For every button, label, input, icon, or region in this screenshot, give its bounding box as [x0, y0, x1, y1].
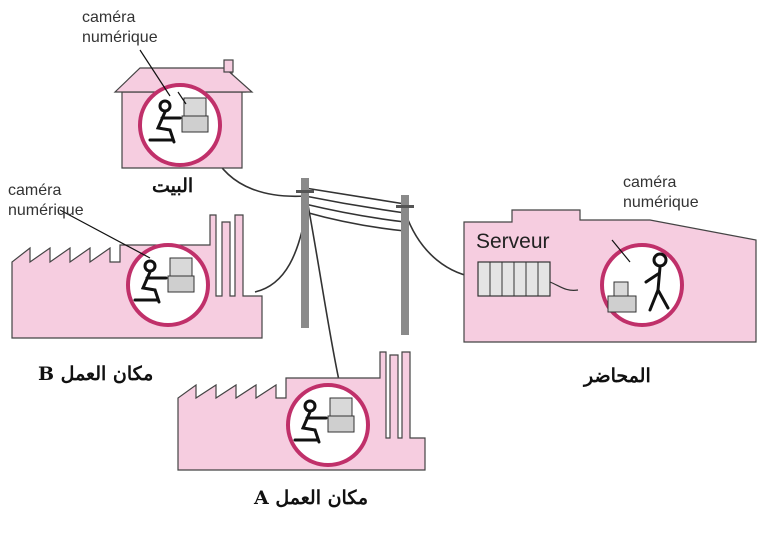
camera-label-home-line2: numérique [82, 29, 158, 46]
workplace-a-label: مكان العمل A [254, 487, 368, 509]
factory-building-b [11, 209, 263, 339]
camera-label-workplace-b-line1: caméra [8, 182, 62, 199]
cable-workplace-a [307, 204, 341, 386]
cable-pole-2 [304, 195, 406, 214]
camera-label-workplace-b-line2: numérique [8, 202, 84, 219]
telephone-pole-left [296, 178, 314, 328]
telephone-pole-right [396, 195, 414, 335]
camera-pointer-home [139, 49, 171, 97]
camera-label-home: caméra numérique [82, 8, 158, 48]
camera-label-home-line1: caméra [82, 9, 136, 26]
camera-label-lecturer-line2: numérique [623, 194, 699, 211]
server-rack [477, 261, 579, 297]
camera-label-lecturer: caméra numérique [623, 173, 699, 213]
house-building [113, 59, 254, 169]
server-label: Serveur [476, 230, 550, 253]
workplace-b-label: مكان العمل B [38, 363, 154, 385]
cable-workplace-b [254, 199, 309, 293]
lecturer-with-camera-icon [644, 252, 670, 312]
lecture-hall-building [463, 209, 757, 343]
person-at-computer-icon [293, 399, 328, 444]
camera-label-workplace-b: caméra numérique [8, 181, 84, 221]
person-at-computer-icon [148, 99, 182, 144]
cable-pole-1 [304, 187, 406, 205]
lecturer-label: المحاضر [584, 365, 651, 387]
factory-building-a [177, 351, 426, 471]
cable-pole-4 [304, 211, 406, 232]
camera-label-lecturer-line1: caméra [623, 174, 677, 191]
person-at-computer-icon [133, 259, 168, 304]
cable-pole-3 [304, 203, 406, 223]
home-label: البيت [152, 175, 194, 197]
